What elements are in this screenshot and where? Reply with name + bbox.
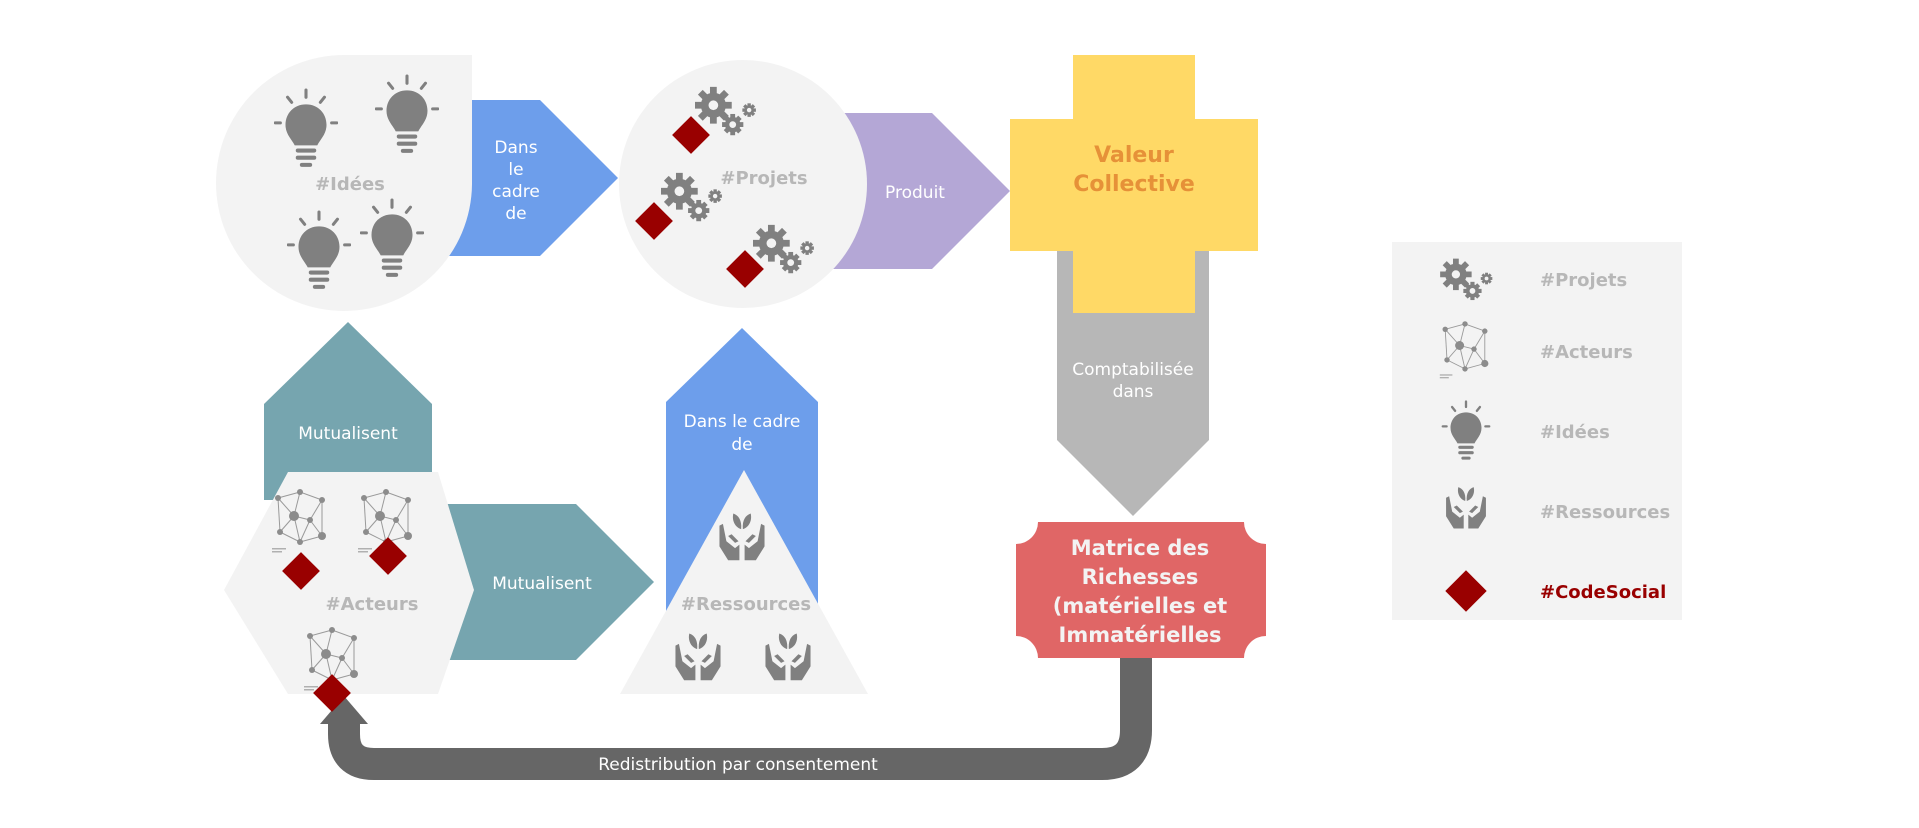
node-idees-label: #Idées — [315, 174, 385, 195]
legend-label: #Ressources — [1540, 502, 1670, 523]
legend-label: #Acteurs — [1540, 342, 1633, 363]
node-projets: #Projets — [619, 60, 867, 308]
arrow-dans-le-cadre-de-1: Dans le cadre de — [440, 100, 618, 256]
arrow-mutualisent-right-label: Mutualisent — [492, 574, 592, 594]
legend-label: #Idées — [1540, 422, 1610, 443]
arrow-label-line: de — [731, 435, 752, 455]
arrow-label-line: dans — [1113, 382, 1154, 402]
arrow-label-line: Dans le cadre — [684, 412, 801, 432]
arrow-produit-label: Produit — [885, 183, 945, 203]
node-valeur-collective: Valeur Collective — [1010, 55, 1258, 313]
node-matrice-line: (matérielles et — [1053, 594, 1227, 618]
node-acteurs-label: #Acteurs — [326, 594, 419, 615]
node-matrice-line: Richesses — [1082, 565, 1199, 589]
node-ressources-label: #Ressources — [681, 594, 811, 615]
arrow-label-line: le — [508, 160, 523, 180]
arrow-mutualisent-right: Mutualisent — [430, 504, 654, 660]
node-valeur-line: Valeur — [1094, 143, 1174, 168]
arrow-label-line: Dans — [494, 138, 537, 158]
arrow-label-line: de — [505, 204, 526, 224]
arrow-label-line: Comptabilisée — [1072, 360, 1193, 380]
legend-label: #Projets — [1540, 270, 1627, 291]
arrow-redistribution: Redistribution par consentement — [320, 650, 1152, 780]
node-idees: #Idées — [216, 55, 472, 312]
node-matrice: Matrice des Richesses (matérielles et Im… — [1016, 522, 1266, 658]
node-ressources: #Ressources — [620, 470, 868, 694]
arrow-mutualisent-up: Mutualisent — [264, 322, 432, 500]
arrow-redistribution-label: Redistribution par consentement — [598, 755, 878, 775]
legend-label: #CodeSocial — [1540, 582, 1666, 603]
arrow-produit: Produit — [828, 113, 1010, 269]
node-valeur-line: Collective — [1073, 172, 1195, 197]
legend: #Projets #Acteurs #Idées #Ressources #Co… — [1392, 242, 1682, 620]
node-matrice-line: Matrice des — [1071, 536, 1209, 560]
arrow-mutualisent-up-label: Mutualisent — [298, 424, 398, 444]
node-matrice-line: Immatérielles — [1059, 623, 1222, 647]
node-acteurs: #Acteurs — [224, 472, 474, 712]
arrow-label-line: cadre — [492, 182, 540, 202]
node-projets-label: #Projets — [720, 168, 807, 189]
